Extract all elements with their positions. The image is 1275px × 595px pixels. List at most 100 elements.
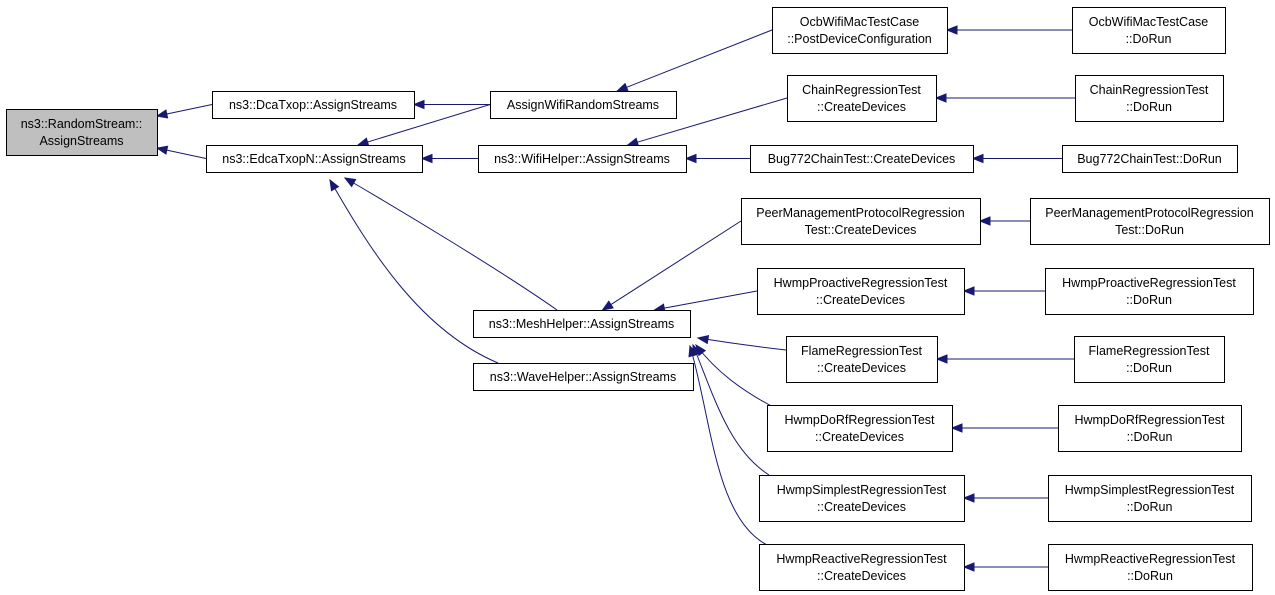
- node-label-line: ns3::DcaTxop::AssignStreams: [229, 98, 397, 112]
- edge-edcatxopn-to-random_stream: [155, 145, 207, 159]
- arrowhead-icon: [155, 109, 169, 119]
- edge-reactive_create-to-meshhelper: [688, 344, 770, 547]
- node-simplest-create[interactable]: HwmpSimplestRegressionTest::CreateDevice…: [759, 475, 965, 522]
- node-box: [478, 145, 687, 173]
- node-label-line: ::CreateDevices: [817, 500, 906, 514]
- node-proactive-create[interactable]: HwmpProactiveRegressionTest::CreateDevic…: [757, 268, 965, 315]
- node-reactive-create[interactable]: HwmpReactiveRegressionTest::CreateDevice…: [759, 544, 965, 591]
- node-label-line: ::CreateDevices: [817, 569, 906, 583]
- edge-dorf_create-to-meshhelper: [695, 343, 778, 410]
- node-dorf-dorun[interactable]: HwmpDoRfRegressionTest::DoRun: [1058, 405, 1242, 452]
- node-box: [1072, 7, 1226, 54]
- node-box: [767, 405, 953, 452]
- node-flame-create[interactable]: FlameRegressionTest::CreateDevices: [786, 336, 938, 383]
- node-box: [759, 544, 965, 591]
- edge-flame_create-to-meshhelper: [696, 334, 787, 351]
- node-pmp-create[interactable]: PeerManagementProtocolRegressionTest::Cr…: [741, 198, 981, 245]
- edge-line: [692, 344, 770, 476]
- arrowhead-icon: [601, 300, 614, 311]
- node-label-line: ns3::WaveHelper::AssignStreams: [490, 370, 676, 384]
- arrowhead-icon: [615, 82, 629, 92]
- node-label-line: HwmpSimplestRegressionTest: [1065, 483, 1235, 497]
- edge-proactive_create-to-meshhelper: [653, 290, 758, 313]
- node-box: [473, 310, 691, 338]
- node-label-line: HwmpDoRfRegressionTest: [784, 413, 935, 427]
- arrowhead-icon: [684, 153, 697, 164]
- node-wifihelper[interactable]: ns3::WifiHelper::AssignStreams: [478, 145, 687, 173]
- node-dorf-create[interactable]: HwmpDoRfRegressionTest::CreateDevices: [767, 405, 953, 452]
- node-label-line: ::CreateDevices: [817, 361, 906, 375]
- node-simplest-dorun[interactable]: HwmpSimplestRegressionTest::DoRun: [1048, 475, 1252, 522]
- node-chain-create[interactable]: ChainRegressionTest::CreateDevices: [787, 75, 937, 122]
- node-label-line: FlameRegressionTest: [801, 344, 922, 358]
- node-label-line: ::DoRun: [1126, 100, 1172, 114]
- arrowhead-icon: [962, 493, 975, 503]
- edge-ocb_post-to-assignwifirandom: [615, 29, 773, 92]
- node-label-line: OcbWifiMacTestCase: [1089, 15, 1209, 29]
- node-box: [473, 363, 694, 391]
- node-reactive-dorun[interactable]: HwmpReactiveRegressionTest::DoRun: [1048, 544, 1253, 591]
- edge-wifihelper-to-edcatxopn: [420, 153, 478, 164]
- node-label-line: ChainRegressionTest: [802, 83, 921, 97]
- arrowhead-icon: [945, 25, 958, 35]
- node-box: [787, 75, 937, 122]
- node-label-line: ::DoRun: [1127, 430, 1173, 444]
- node-label-line: ::DoRun: [1127, 569, 1173, 583]
- node-label-line: ::CreateDevices: [817, 100, 906, 114]
- node-wavehelper[interactable]: ns3::WaveHelper::AssignStreams: [473, 363, 694, 391]
- arrowhead-icon: [950, 423, 963, 433]
- edges-layer: [155, 25, 1075, 572]
- edge-chain_dorun-to-chain_create: [934, 93, 1075, 103]
- edge-line: [367, 104, 491, 143]
- node-ocb-dorun[interactable]: OcbWifiMacTestCase::DoRun: [1072, 7, 1226, 54]
- edge-line: [664, 290, 758, 309]
- node-box: [1058, 405, 1242, 452]
- node-chain-dorun[interactable]: ChainRegressionTest::DoRun: [1075, 75, 1224, 122]
- edge-flame_dorun-to-flame_create: [935, 354, 1074, 364]
- arrowhead-icon: [343, 177, 357, 188]
- arrowhead-icon: [420, 153, 433, 164]
- edge-line: [610, 220, 742, 306]
- node-box: [750, 145, 974, 173]
- node-box: [1074, 336, 1225, 383]
- edge-line: [695, 344, 778, 410]
- node-box: [212, 91, 415, 119]
- node-label-line: HwmpReactiveRegressionTest: [1065, 552, 1236, 566]
- node-label-line: FlameRegressionTest: [1089, 344, 1210, 358]
- node-label-line: ::PostDeviceConfiguration: [787, 32, 932, 46]
- node-assignwifirandom[interactable]: AssignWifiRandomStreams: [490, 91, 677, 119]
- arrowhead-icon: [356, 137, 370, 147]
- node-label-line: ns3::EdcaTxopN::AssignStreams: [222, 152, 405, 166]
- arrowhead-icon: [329, 178, 340, 192]
- edge-ocb_dorun-to-ocb_post: [945, 25, 1072, 35]
- node-meshhelper[interactable]: ns3::MeshHelper::AssignStreams: [473, 310, 691, 338]
- edge-meshhelper-to-edcatxopn: [343, 177, 558, 311]
- edge-line: [697, 337, 787, 351]
- edge-simplest_dorun-to-simplest_create: [962, 493, 1048, 503]
- node-ocb-post[interactable]: OcbWifiMacTestCase::PostDeviceConfigurat…: [772, 7, 948, 54]
- node-box: [1048, 475, 1252, 522]
- node-label-line: ::DoRun: [1126, 361, 1172, 375]
- node-edcatxopn[interactable]: ns3::EdcaTxopN::AssignStreams: [206, 145, 423, 173]
- node-flame-dorun[interactable]: FlameRegressionTest::DoRun: [1074, 336, 1225, 383]
- edge-dorf_dorun-to-dorf_create: [950, 423, 1058, 433]
- node-box: [1030, 198, 1270, 245]
- node-label-line: HwmpProactiveRegressionTest: [1062, 276, 1236, 290]
- edge-line: [166, 104, 213, 115]
- arrowhead-icon: [626, 137, 640, 147]
- node-label-line: ::CreateDevices: [816, 293, 905, 307]
- node-proactive-dorun[interactable]: HwmpProactiveRegressionTest::DoRun: [1045, 268, 1254, 315]
- node-box: [772, 7, 948, 54]
- edge-line: [689, 345, 770, 547]
- node-box: [1075, 75, 1224, 122]
- edge-dcatxop-to-random_stream: [155, 104, 213, 119]
- node-label-line: PeerManagementProtocolRegression: [1045, 206, 1253, 220]
- edge-pmp_dorun-to-pmp_create: [978, 216, 1030, 226]
- node-dcatxop[interactable]: ns3::DcaTxop::AssignStreams: [212, 91, 415, 119]
- node-box: [1045, 268, 1254, 315]
- node-pmp-dorun[interactable]: PeerManagementProtocolRegressionTest::Do…: [1030, 198, 1270, 245]
- node-bug772-dorun[interactable]: Bug772ChainTest::DoRun: [1062, 145, 1238, 173]
- node-box: [206, 145, 423, 173]
- node-label-line: ::DoRun: [1127, 500, 1173, 514]
- node-bug772-create[interactable]: Bug772ChainTest::CreateDevices: [750, 145, 974, 173]
